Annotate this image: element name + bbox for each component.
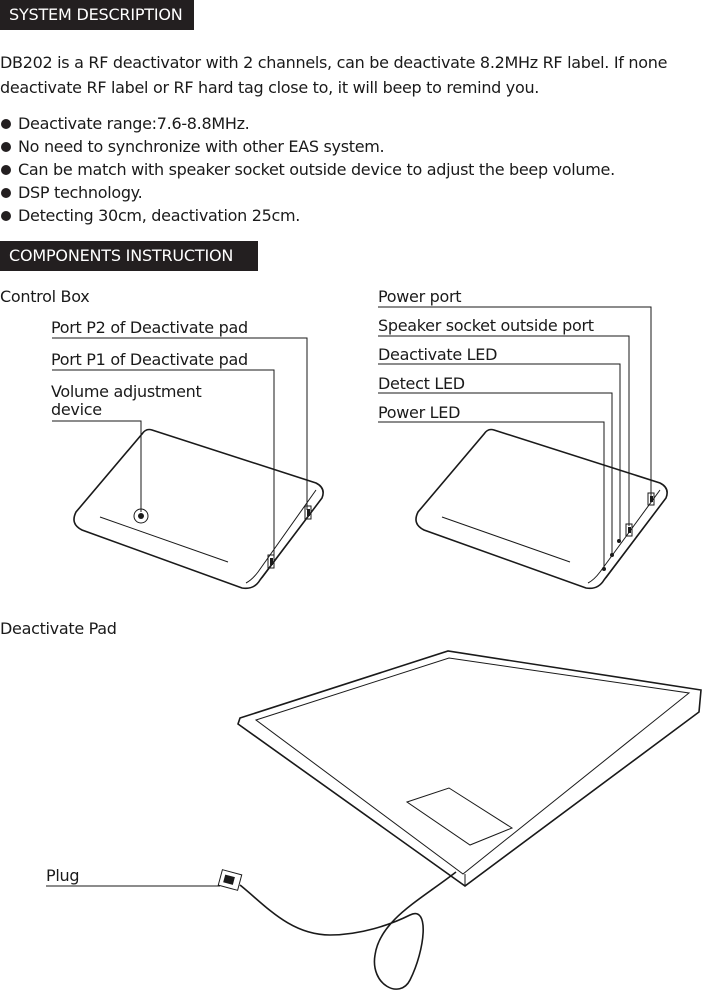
feature-list: Deactivate range:7.6-8.8MHz. No need to …	[0, 112, 615, 227]
label-power-port: Power port	[378, 287, 462, 306]
label-plug: Plug	[46, 866, 80, 885]
feature-item: No need to synchronize with other EAS sy…	[0, 135, 615, 158]
feature-item: Can be match with speaker socket outside…	[0, 158, 615, 181]
bullet-icon	[1, 188, 11, 198]
bullet-icon	[1, 165, 11, 175]
control-box-rear-drawing	[378, 306, 668, 590]
label-deactivate-led: Deactivate LED	[378, 345, 498, 364]
label-power-led: Power LED	[378, 403, 461, 422]
system-description-text: DB202 is a RF deactivator with 2 channel…	[0, 53, 668, 97]
label-speaker-socket: Speaker socket outside port	[378, 316, 594, 335]
section-header-components-instruction: COMPONENTS INSTRUCTION	[0, 241, 258, 271]
control-box-title: Control Box	[0, 287, 90, 306]
bullet-icon	[1, 211, 11, 221]
feature-item: Detecting 30cm, deactivation 25cm.	[0, 204, 615, 227]
bullet-icon	[1, 119, 11, 129]
deactivate-pad-drawing	[46, 650, 702, 990]
deactivate-pad-title: Deactivate Pad	[0, 619, 117, 638]
label-port-p2: Port P2 of Deactivate pad	[51, 318, 248, 337]
label-volume-adjustment: Volume adjustment device	[51, 382, 202, 419]
feature-item: DSP technology.	[0, 181, 615, 204]
section-header-system-description: SYSTEM DESCRIPTION	[0, 0, 194, 30]
label-detect-led: Detect LED	[378, 374, 465, 393]
bullet-icon	[1, 142, 11, 152]
feature-item: Deactivate range:7.6-8.8MHz.	[0, 112, 615, 135]
label-port-p1: Port P1 of Deactivate pad	[51, 350, 248, 369]
control-box-front-drawing	[52, 337, 324, 590]
